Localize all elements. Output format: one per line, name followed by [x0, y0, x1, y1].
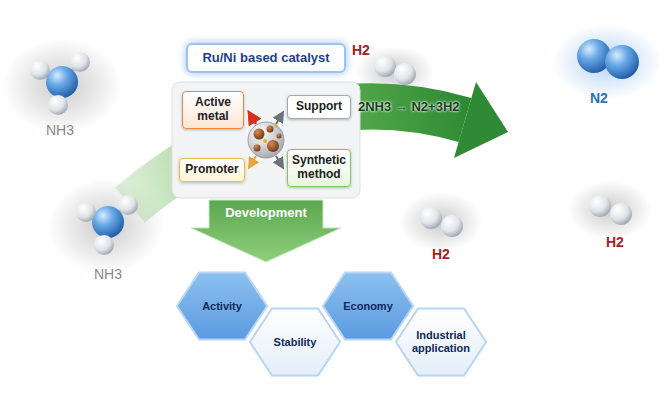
shadow [2, 38, 122, 134]
node-text: Stability [274, 336, 317, 349]
goal-hexagon: Activity [176, 271, 268, 341]
catalyst-particle [248, 122, 284, 158]
goal-hexagon: Industrial application [395, 307, 487, 377]
molecule-shadows [2, 24, 662, 274]
molecule-label: NH3 [46, 122, 74, 138]
h2-molecule [420, 207, 463, 237]
shadow [552, 24, 662, 100]
node-text: Activity [202, 300, 242, 313]
hydrogen-atom [48, 95, 68, 115]
shadow [399, 192, 483, 252]
node-text: Economy [343, 300, 393, 313]
goal-hexagon: Economy [322, 271, 414, 341]
shadow [568, 180, 652, 240]
hydrogen-atom [118, 195, 138, 215]
node-text: Active metal [187, 96, 239, 124]
component-box: Synthetic method [287, 149, 351, 187]
component-box: Promoter [179, 158, 245, 182]
node-text: Ru/Ni based catalyst [202, 51, 329, 66]
hydrogen-atom [76, 202, 96, 222]
development-arrow: Development [191, 200, 341, 262]
node-text: Support [296, 100, 342, 114]
node-text: Synthetic method [292, 154, 346, 182]
component-box: Active metal [182, 91, 244, 129]
hydrogen-atom [30, 60, 50, 80]
nh3-molecule [76, 195, 138, 255]
catalyst-panel [172, 82, 360, 198]
hydrogen-atom [70, 52, 90, 72]
particle-arrows [250, 114, 282, 166]
hexagon [177, 272, 267, 339]
hexagon [396, 308, 486, 375]
nh3-molecule [30, 52, 90, 115]
molecule-label: H2 [352, 42, 370, 58]
hexagon [323, 272, 413, 339]
goal-hexagon: Stability [249, 307, 341, 377]
equation-label: 2NH3 → N2+3H2 [358, 99, 460, 114]
h2-molecule [589, 195, 632, 225]
n2-molecule [577, 39, 639, 79]
molecule-label: N2 [590, 90, 608, 106]
reaction-arrow [130, 82, 508, 205]
nitrogen-atom [92, 206, 124, 238]
h2-molecule [374, 55, 416, 85]
title-box: Ru/Ni based catalyst [186, 43, 346, 73]
node-text: Development [225, 206, 307, 221]
node-text: Industrial application [408, 329, 474, 354]
molecule-label: H2 [606, 234, 624, 250]
hydrogen-atom [94, 235, 114, 255]
arrow-head [454, 82, 508, 158]
molecule-label: NH3 [94, 266, 122, 282]
molecule-label: H2 [432, 246, 450, 262]
component-box: Support [287, 95, 351, 119]
arrow-shape [191, 200, 341, 262]
node-text: Promoter [185, 163, 238, 177]
nitrogen-atom [46, 66, 78, 98]
hexagon [250, 308, 340, 375]
